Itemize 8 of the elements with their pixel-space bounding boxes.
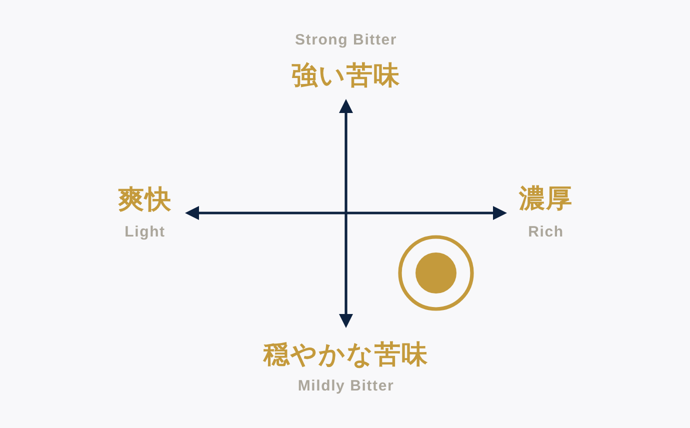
- axis-translation: Strong Bitter: [294, 32, 398, 48]
- axis-label: 濃厚: [519, 186, 573, 212]
- axis-label: 強い苦味: [292, 63, 400, 89]
- axis-label: 爽快: [118, 187, 172, 213]
- axis-translation: Light: [124, 224, 166, 240]
- axis-translation: Mildly Bitter: [298, 378, 394, 394]
- axis-translation: Rich: [528, 224, 564, 240]
- axis-label: 穏やかな苦味: [264, 342, 428, 368]
